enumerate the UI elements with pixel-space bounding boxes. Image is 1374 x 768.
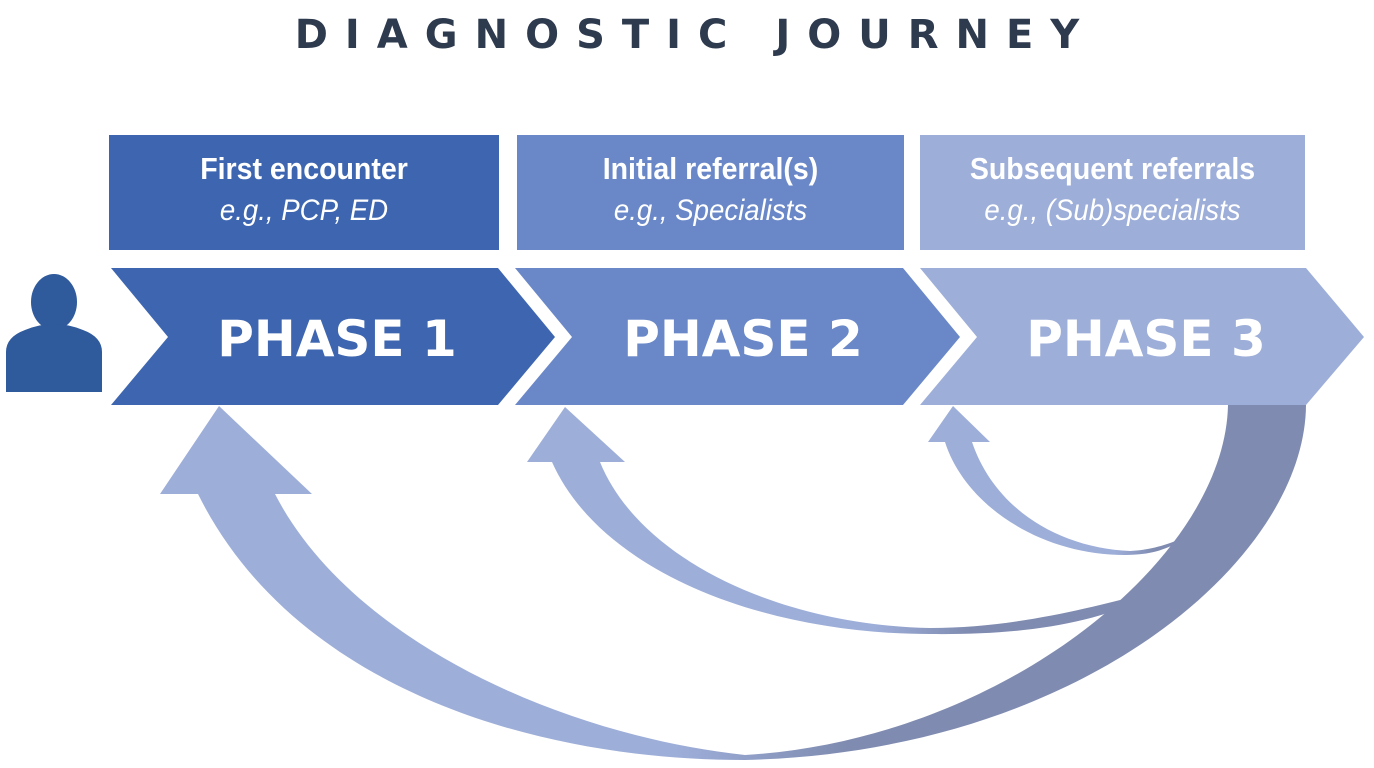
phase-1-chevron xyxy=(111,268,555,405)
phase-2-description-box: Initial referral(s) e.g., Specialists xyxy=(517,135,904,250)
phase-1-description-box: First encounter e.g., PCP, ED xyxy=(109,135,499,250)
phase-2-heading: Initial referral(s) xyxy=(602,151,819,186)
phase-1-example: e.g., PCP, ED xyxy=(219,194,389,227)
phase-2-chevron xyxy=(515,268,960,405)
return-arrow-to-phase-1 xyxy=(160,405,1306,760)
return-arrow-to-phase-2 xyxy=(527,407,1160,635)
person-icon xyxy=(6,274,102,392)
phase-3-chevron xyxy=(920,268,1364,405)
diagram-title: DIAGNOSTIC JOURNEY xyxy=(294,12,1097,58)
phase-3-heading: Subsequent referrals xyxy=(969,151,1256,186)
phase-2-example: e.g., Specialists xyxy=(613,194,808,227)
phase-3-example: e.g., (Sub)specialists xyxy=(984,194,1241,227)
return-arrow-to-phase-3 xyxy=(928,406,1195,555)
phase-1-heading: First encounter xyxy=(200,151,408,186)
phase-3-label: PHASE 3 xyxy=(1026,310,1266,368)
phase-2-label: PHASE 2 xyxy=(623,310,863,368)
phase-1-label: PHASE 1 xyxy=(217,310,457,368)
phase-3-description-box: Subsequent referrals e.g., (Sub)speciali… xyxy=(920,135,1305,250)
